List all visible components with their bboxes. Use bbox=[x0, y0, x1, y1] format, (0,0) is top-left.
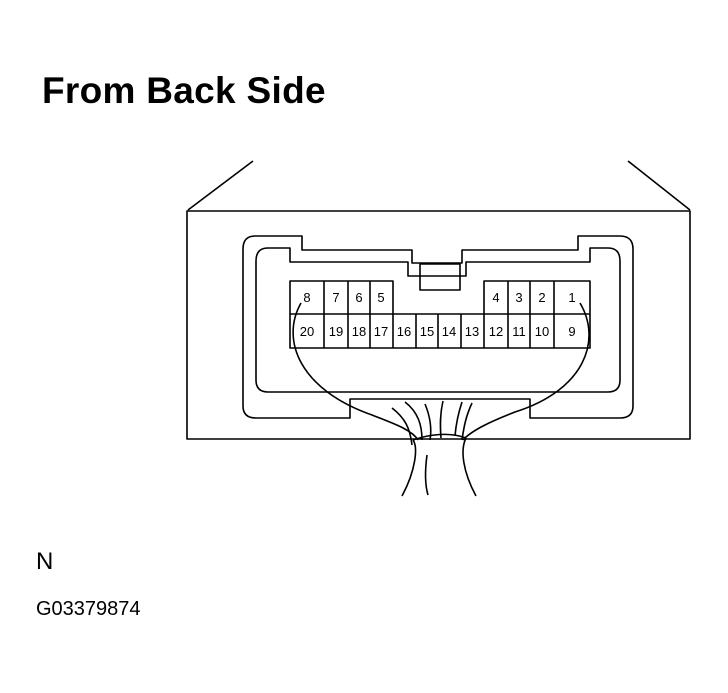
wire-strand bbox=[454, 401, 463, 437]
connector-outer-frame bbox=[242, 235, 634, 419]
connector-inner-frame bbox=[255, 247, 621, 393]
pin-label-3: 3 bbox=[515, 290, 522, 305]
terminal-grid-outline bbox=[289, 280, 591, 349]
wire-harness-sheath bbox=[401, 437, 477, 497]
pin-label-16: 16 bbox=[397, 324, 411, 339]
pin-label-14: 14 bbox=[442, 324, 456, 339]
diagram-title: From Back Side bbox=[42, 70, 326, 111]
pin-label-15: 15 bbox=[420, 324, 434, 339]
pin-label-13: 13 bbox=[465, 324, 479, 339]
pin-label-8: 8 bbox=[303, 290, 310, 305]
pin-label-12: 12 bbox=[489, 324, 503, 339]
pin-label-18: 18 bbox=[352, 324, 366, 339]
pin-label-2: 2 bbox=[538, 290, 545, 305]
wire-strand bbox=[391, 407, 413, 446]
connector-housing bbox=[186, 210, 691, 440]
wire-strand bbox=[424, 403, 432, 441]
pin-label-10: 10 bbox=[535, 324, 549, 339]
pin-label-5: 5 bbox=[377, 290, 384, 305]
pin-label-17: 17 bbox=[374, 324, 388, 339]
pin-label-1: 1 bbox=[568, 290, 575, 305]
pin-label-4: 4 bbox=[492, 290, 499, 305]
wire-strand bbox=[439, 400, 444, 439]
housing-left-bevel bbox=[187, 160, 254, 211]
figure-id: G03379874 bbox=[36, 598, 141, 620]
locking-tab bbox=[419, 263, 461, 291]
pin-label-20: 20 bbox=[300, 324, 314, 339]
pin-label-9: 9 bbox=[568, 324, 575, 339]
pin-label-11: 11 bbox=[512, 324, 526, 339]
housing-right-bevel bbox=[627, 160, 691, 211]
pin-label-6: 6 bbox=[355, 290, 362, 305]
wire-bundle-loop bbox=[292, 302, 590, 441]
pin-label-7: 7 bbox=[332, 290, 339, 305]
wire-strand bbox=[404, 401, 423, 441]
code-letter: N bbox=[36, 548, 54, 575]
pin-label-19: 19 bbox=[329, 324, 343, 339]
